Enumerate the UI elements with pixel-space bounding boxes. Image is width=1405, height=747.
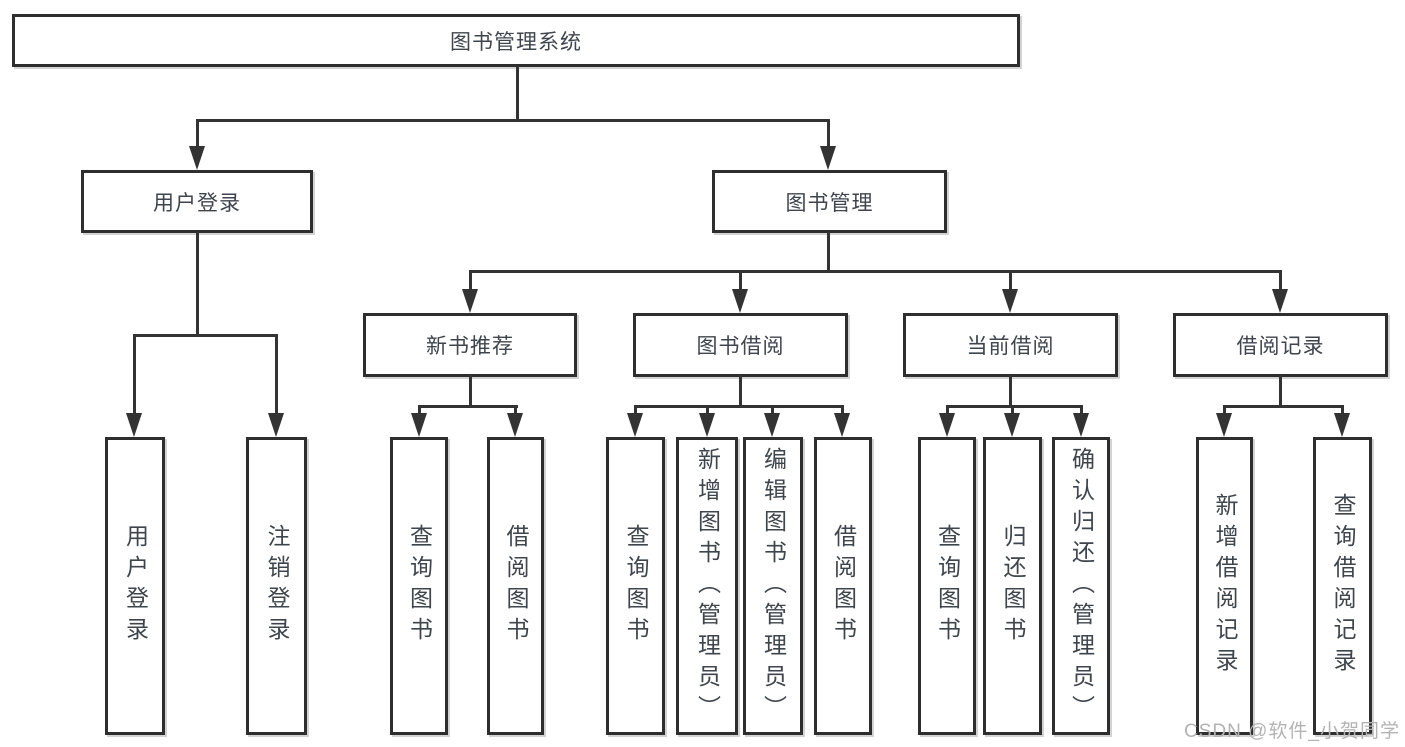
node-book-borrow: 图书借阅 [633,313,848,377]
leaf-logout: 注销登录 [246,437,307,735]
arrow-down-leaf-user-login [126,413,142,437]
leaf-user-login-label: 用户登录 [122,524,149,648]
node-book-management: 图书管理 [712,170,947,233]
connector-drop-cb-query [946,405,949,415]
leaf-newbook-query-books-label: 查询图书 [406,524,433,648]
leaf-newbook-borrow-books-label: 借阅图书 [503,524,529,648]
connector-nbrec-bar [418,405,518,408]
arrow-down-book-borrow [732,289,748,313]
arrow-down-cb-confirm [1073,413,1089,437]
connector-drop-bb-add [706,405,709,415]
connector-drop-user-login [196,119,199,148]
connector-drop-br-add [1223,405,1226,415]
leaf-borrow-add-books-admin-label: 新增图书（管理员） [694,446,721,726]
connector-bookmgmt-bar [469,270,1282,273]
leaf-current-return-books: 归还图书 [983,437,1042,735]
connector-drop-leaf-logout [275,334,278,414]
connector-drop-bb-borrow [841,405,844,415]
connector-drop-cb-confirm [1080,405,1083,415]
connector-brecords-bar [1223,405,1344,408]
arrow-down-bb-query [627,413,643,437]
arrow-down-nb-borrow [507,413,523,437]
leaf-borrow-edit-books-admin-label: 编辑图书（管理员） [760,446,787,726]
arrow-down-br-query [1334,413,1350,437]
connector-bborrow-stem [739,375,742,407]
connector-bborrow-bar [634,405,844,408]
connector-drop-book-management [827,119,830,148]
leaf-logout-label: 注销登录 [264,524,290,648]
connector-drop-current-borrow [1009,270,1012,290]
connector-drop-leaf-user-login [133,334,136,414]
connector-drop-nb-borrow [514,405,517,415]
leaf-borrow-borrow-books-label: 借阅图书 [830,524,857,648]
connector-drop-bb-query [634,405,637,415]
node-borrow-records: 借阅记录 [1173,313,1388,377]
csdn-watermark: CSDN @软件_小贺同学 [1184,721,1400,742]
node-root: 图书管理系统 [12,14,1020,67]
arrow-down-leaf-logout [268,413,284,437]
leaf-current-return-books-label: 归还图书 [1000,524,1026,648]
connector-userlogin-stem [196,232,199,336]
arrow-down-user-login [189,146,205,170]
leaf-current-confirm-return-admin-label: 确认归还（管理员） [1068,446,1095,726]
connector-brecords-stem [1279,375,1282,407]
leaf-current-query-books-label: 查询图书 [934,524,961,648]
leaf-records-query-record-label: 查询借阅记录 [1330,493,1356,679]
leaf-records-add-record-label: 新增借阅记录 [1212,493,1238,679]
arrow-down-bb-edit [764,413,780,437]
connector-drop-book-borrow [739,270,742,290]
leaf-current-confirm-return-admin: 确认归还（管理员） [1052,437,1110,735]
arrow-down-cb-query [939,413,955,437]
connector-nbrec-stem [469,375,472,407]
arrow-down-new-book-rec [462,289,478,313]
connector-drop-br-query [1341,405,1344,415]
connector-drop-borrow-records [1279,270,1282,290]
arrow-down-bb-add [699,413,715,437]
connector-bookmgmt-stem [827,232,830,273]
arrow-down-borrow-records [1272,289,1288,313]
connector-drop-new-book-rec [469,270,472,290]
connector-userlogin-bar [133,334,278,337]
leaf-user-login: 用户登录 [105,437,165,735]
connector-root-bar [196,119,830,122]
connector-drop-cb-return [1011,405,1014,415]
arrow-down-bb-borrow [834,413,850,437]
arrow-down-book-management [820,146,836,170]
connector-root-stem [516,66,519,121]
node-current-borrow: 当前借阅 [903,313,1118,377]
arrow-down-nb-query [411,413,427,437]
connector-drop-nb-query [418,405,421,415]
leaf-borrow-borrow-books: 借阅图书 [814,437,872,735]
arrow-down-br-add [1216,413,1232,437]
leaf-newbook-query-books: 查询图书 [390,437,448,735]
leaf-newbook-borrow-books: 借阅图书 [487,437,544,735]
leaf-records-query-record: 查询借阅记录 [1313,437,1372,735]
leaf-borrow-query-books: 查询图书 [606,437,665,735]
node-new-book-recommend: 新书推荐 [363,313,577,377]
connector-cborrow-bar [946,405,1083,408]
connector-drop-bb-edit [771,405,774,415]
leaf-borrow-query-books-label: 查询图书 [623,524,649,648]
leaf-records-add-record: 新增借阅记录 [1196,437,1253,735]
node-user-login: 用户登录 [81,170,313,233]
leaf-borrow-add-books-admin: 新增图书（管理员） [676,437,738,735]
connector-cborrow-stem [1009,375,1012,407]
leaf-current-query-books: 查询图书 [918,437,976,735]
arrow-down-cb-return [1004,413,1020,437]
arrow-down-current-borrow [1002,289,1018,313]
leaf-borrow-edit-books-admin: 编辑图书（管理员） [743,437,803,735]
